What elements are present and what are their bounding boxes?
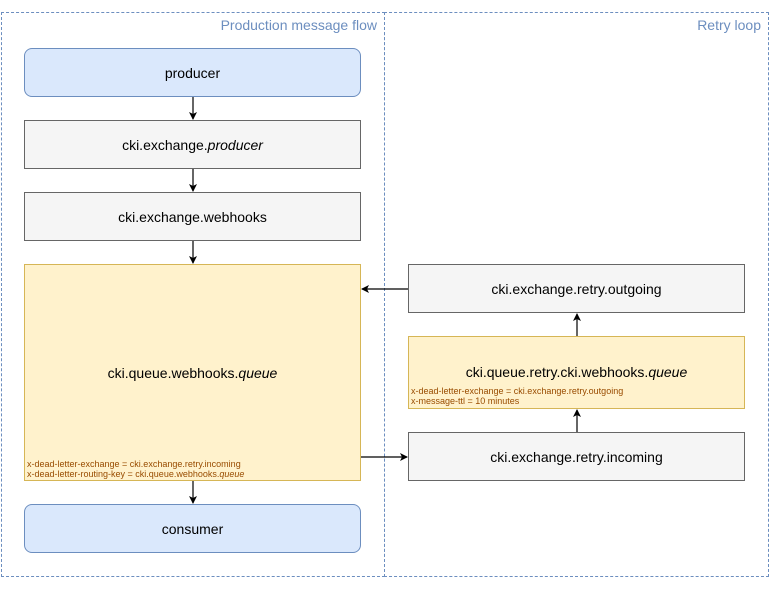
consumer-label: consumer — [161, 520, 224, 537]
queue-webhooks-note: x-dead-letter-exchange = cki.exchange.re… — [27, 459, 245, 479]
retry-group-title: Retry loop — [697, 17, 761, 33]
production-group-title: Production message flow — [220, 17, 377, 33]
retry-group: Retry loop — [384, 12, 769, 577]
retry-queue-note: x-dead-letter-exchange = cki.exchange.re… — [411, 386, 624, 406]
producer-label: producer — [164, 64, 221, 81]
exchange-webhooks-node[interactable]: cki.exchange.webhooks — [24, 192, 361, 241]
retry-outgoing-label: cki.exchange.retry.outgoing — [491, 280, 662, 297]
retry-incoming-node[interactable]: cki.exchange.retry.incoming — [408, 432, 745, 481]
exchange-webhooks-label: cki.exchange.webhooks — [118, 208, 267, 225]
retry-queue-label: cki.queue.retry.cki.webhooks.queue — [465, 363, 688, 380]
retry-outgoing-node[interactable]: cki.exchange.retry.outgoing — [408, 264, 745, 313]
consumer-node[interactable]: consumer — [24, 504, 361, 553]
exchange-producer-label: cki.exchange.producer — [122, 136, 263, 153]
queue-webhooks-node[interactable]: cki.queue.webhooks.queue x-dead-letter-e… — [24, 264, 361, 481]
queue-webhooks-label: cki.queue.webhooks.queue — [107, 364, 278, 381]
retry-queue-node[interactable]: cki.queue.retry.cki.webhooks.queue x-dea… — [408, 336, 745, 409]
producer-node[interactable]: producer — [24, 48, 361, 97]
retry-incoming-label: cki.exchange.retry.incoming — [490, 448, 663, 465]
exchange-producer-node[interactable]: cki.exchange.producer — [24, 120, 361, 169]
